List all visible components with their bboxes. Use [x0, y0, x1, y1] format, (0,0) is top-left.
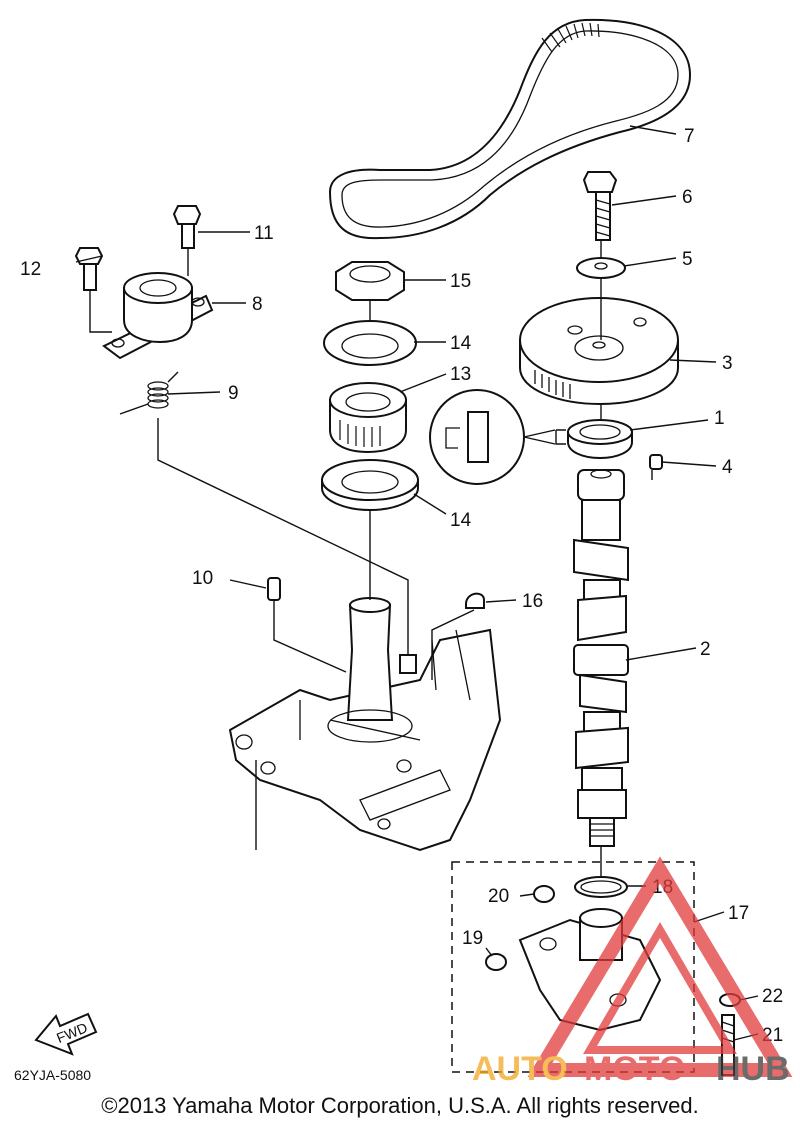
callout-17: 17	[728, 903, 749, 924]
cylinder-head	[228, 597, 502, 852]
callout-5: 5	[682, 249, 693, 270]
callout-22: 22	[762, 986, 783, 1007]
callout-14-upper: 14	[450, 333, 472, 354]
callout-14-lower: 14	[450, 510, 472, 531]
bolt-part-12	[74, 247, 104, 291]
nut-part-15	[335, 261, 405, 301]
detail-inset	[429, 389, 566, 485]
callout-3: 3	[722, 353, 733, 374]
watermark-hub: HUB	[716, 1050, 790, 1088]
callout-20: 20	[488, 886, 509, 907]
callout-6: 6	[682, 187, 693, 208]
callout-10: 10	[192, 568, 213, 589]
callout-2: 2	[700, 639, 711, 660]
callout-9: 9	[228, 383, 239, 404]
callout-12: 12	[20, 259, 41, 280]
key-part-16	[465, 592, 485, 609]
diagram-code: 62YJA-5080	[14, 1067, 91, 1083]
callout-13: 13	[450, 364, 471, 385]
oil-seal	[567, 419, 633, 460]
bolt-part-6	[582, 171, 618, 241]
callout-15: 15	[450, 271, 471, 292]
watermark-moto: MOTO	[584, 1050, 685, 1088]
tensioner-bracket	[102, 272, 214, 360]
callout-19: 19	[462, 928, 483, 949]
callout-4: 4	[722, 457, 733, 478]
spring-part-9	[119, 371, 179, 415]
callout-7: 7	[684, 126, 695, 147]
camshaft	[573, 469, 629, 847]
plate-part-14-upper	[323, 320, 417, 366]
callout-1: 1	[714, 408, 725, 429]
callout-labels: 7 6 5 3 1 4 2 15 14 13 14 11 12 8 9 10 1…	[20, 126, 783, 1046]
plate-part-14-lower	[321, 459, 419, 512]
timing-belt	[328, 18, 692, 240]
callout-8: 8	[252, 294, 263, 315]
parts-diagram: 7 6 5 3 1 4 2 15 14 13 14 11 12 8 9 10 1…	[14, 18, 793, 1088]
fwd-arrow: FWD	[34, 1012, 98, 1056]
watermark-auto: AUTO	[472, 1050, 568, 1088]
washer-part-5	[576, 257, 626, 279]
bolt-part-11	[172, 205, 202, 249]
pin-part-10	[267, 577, 281, 601]
drive-gear	[329, 382, 407, 454]
copyright-notice: ©2013 Yamaha Motor Corporation, U.S.A. A…	[101, 1093, 699, 1118]
dowel-pin-part-4	[649, 454, 663, 470]
callout-11: 11	[254, 223, 274, 244]
watermark-logo: AUTO MOTO HUB	[472, 856, 793, 1088]
callout-16: 16	[522, 591, 543, 612]
leader-lines	[75, 125, 759, 1041]
driven-pulley	[519, 297, 679, 406]
